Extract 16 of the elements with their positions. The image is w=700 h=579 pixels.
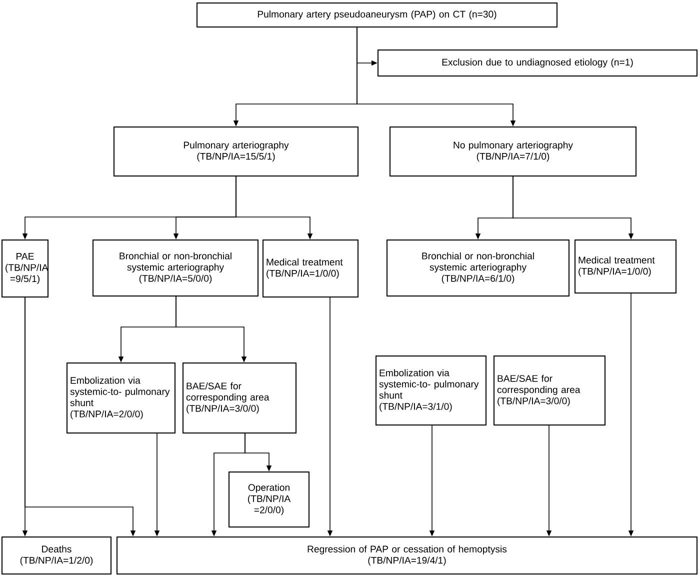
process-box: PAE (TB/NP/IA =9/5/1) [2,240,48,298]
process-box: BAE/SAE for corresponding area (TB/NP/IA=3/0/0) [494,356,606,426]
process-box: No pulmonary arteriography (TB/NP/IA=7/1/0) [390,126,636,176]
process-box: Medical treatment (TB/NP/IA=1/0/0) [262,240,358,298]
process-box: BAE/SAE for corresponding area (TB/NP/IA=3/0/0) [182,362,296,434]
process-box: Deaths (TB/NP/IA=1/2/0) [2,536,112,574]
process-box: Embolization via systemic-to- pulmonary shunt (TB/NP/IA=3/1/0) [376,356,486,426]
process-box: Pulmonary artery pseudoaneurysm (PAP) on CT (n=30) [196,2,558,28]
process-box: Embolization via systemic-to- pulmonary shunt (TB/NP/IA=2/0/0) [66,362,176,434]
process-box: Medical treatment (TB/NP/IA=1/0/0) [574,240,676,294]
process-box: Pulmonary arteriography (TB/NP/IA=15/5/1) [114,126,358,176]
process-box: Bronchial or non-bronchial systemic arteriography (TB/NP/IA=6/1/0) [386,240,570,296]
process-box: Exclusion due to undiagnosed etiology (n=1) [378,50,698,76]
process-box: Bronchial or non-bronchial systemic arteriography (TB/NP/IA=5/0/0) [92,240,258,296]
process-box: Operation (TB/NP/IA =2/0/0) [228,472,310,528]
process-box: Regression of PAP or cessation of hemoptysis (TB/NP/IA=19/4/1) [116,536,698,574]
